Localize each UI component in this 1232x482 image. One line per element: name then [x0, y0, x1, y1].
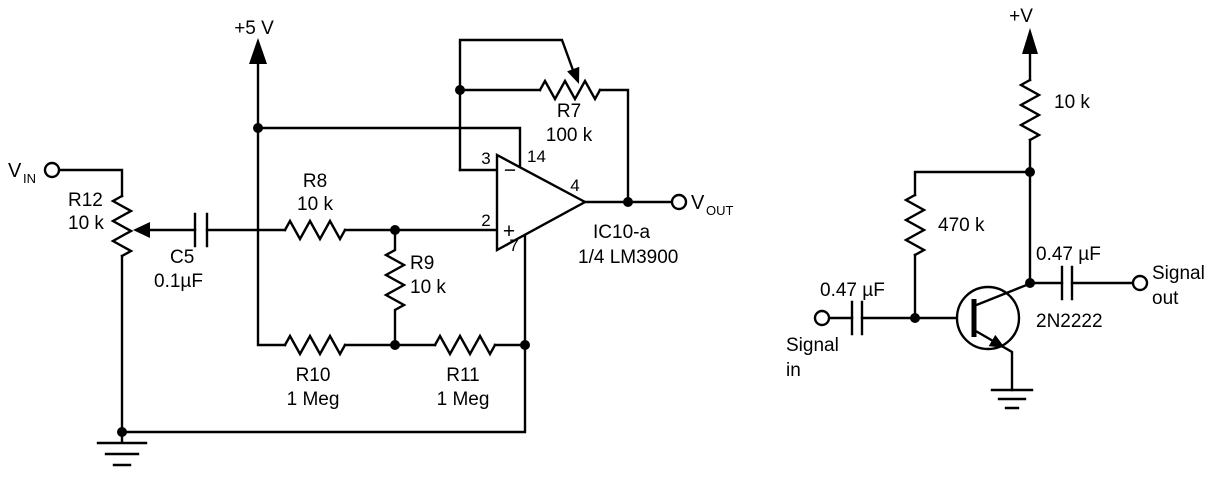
resistor-r8-body — [283, 218, 347, 242]
transistor-emitter-lead — [972, 328, 1014, 392]
junction-dot — [910, 313, 920, 323]
junction-dot — [390, 340, 400, 350]
wire-vin — [57, 168, 124, 198]
junction-dot — [520, 340, 530, 350]
wire-base-rail — [913, 170, 1032, 197]
r12-name: R12 — [68, 190, 103, 211]
r10-value: 1 Meg — [287, 389, 340, 410]
pin-3-label: 3 — [481, 149, 490, 168]
noninverting-sign: + — [503, 220, 515, 243]
emitter-arrow — [988, 334, 1005, 348]
opamp-triangle — [495, 152, 588, 253]
supply-v-label: +V — [1009, 6, 1033, 27]
junction-dot — [253, 123, 263, 133]
r11-value: 1 Meg — [437, 389, 490, 410]
signal-in-label-line1: Signal — [786, 335, 839, 356]
c5-name: C5 — [170, 247, 194, 268]
ic-name: IC10-a — [593, 222, 650, 243]
signal-in-terminal — [813, 309, 831, 327]
junction-dot — [117, 427, 127, 437]
junction-dot — [455, 85, 465, 95]
junction-dot — [390, 225, 400, 235]
r8-value: 10 k — [297, 194, 333, 215]
vin-subscript: IN — [23, 171, 36, 186]
ground-symbol-right — [990, 388, 1034, 410]
vout-subscript: OUT — [706, 203, 734, 218]
capacitor-input — [850, 300, 864, 336]
r9-value: 10 k — [410, 277, 446, 298]
resistor-r10-body — [283, 333, 347, 357]
vin-label: V — [8, 160, 22, 182]
resistor-r11-body — [433, 333, 497, 357]
r11-name: R11 — [446, 365, 479, 386]
signal-out-terminal — [1131, 274, 1149, 292]
signal-out-label-line1: Signal — [1152, 263, 1205, 284]
transistor-circuit: +V 10 k 470 k 0.47 µF 0.47 µF Signal in … — [786, 6, 1205, 410]
wire-pin14 — [256, 126, 522, 169]
resistor-470k-body — [903, 193, 927, 257]
junction-dot — [1025, 278, 1035, 288]
c5-value: 0.1µF — [154, 271, 203, 292]
pin-7-label: 7 — [509, 236, 518, 255]
r7-value: 100 k — [546, 125, 593, 146]
supply-5v-line — [256, 50, 287, 347]
ground-symbol-left — [96, 430, 148, 467]
signal-in-label-line2: in — [786, 360, 801, 381]
r7-name: R7 — [557, 101, 581, 122]
collector-resistor-value: 10 k — [1054, 92, 1090, 113]
r12-value: 10 k — [68, 213, 104, 234]
wire-r7-to-output — [598, 88, 630, 204]
ic-part: 1/4 LM3900 — [578, 247, 678, 268]
pin-4-label: 4 — [570, 176, 579, 195]
r12-wiper-arrow — [133, 222, 150, 238]
r10-name: R10 — [296, 365, 331, 386]
wire-feedback-top — [458, 38, 576, 172]
supply-v-arrow — [1022, 28, 1038, 54]
output-cap-value: 0.47 µF — [1036, 244, 1101, 265]
vin-terminal — [43, 161, 61, 179]
transistor-part-label: 2N2222 — [1036, 311, 1103, 332]
wire-ground-rail — [120, 343, 527, 434]
inverting-sign: − — [504, 159, 516, 182]
supply-5v-arrow — [249, 38, 267, 64]
capacitor-c5 — [193, 212, 209, 248]
resistor-r7-body — [538, 78, 602, 102]
capacitor-output — [1060, 265, 1074, 301]
vout-label: V — [691, 192, 705, 214]
pin-2-label: 2 — [481, 211, 490, 230]
junction-dot — [623, 197, 633, 207]
supply-5v-label: +5 V — [234, 18, 274, 39]
r7-wiper-arrow — [567, 66, 580, 84]
resistor-r9 — [383, 228, 407, 347]
r8-name: R8 — [303, 171, 327, 192]
input-cap-value: 0.47 µF — [820, 280, 885, 301]
r9-name: R9 — [410, 253, 434, 274]
junction-dot — [1025, 167, 1035, 177]
pin-14-label: 14 — [527, 147, 546, 166]
transistor-collector-lead — [972, 282, 1031, 308]
vout-terminal — [670, 193, 688, 211]
resistor-10k-body — [1018, 78, 1042, 142]
signal-out-label-line2: out — [1152, 288, 1179, 309]
resistor-r12-body — [110, 194, 134, 258]
transistor-body — [955, 285, 1021, 351]
base-resistor-value: 470 k — [938, 215, 985, 236]
opamp-circuit: V IN +5 V R12 10 k C5 0.1µF R8 10 k R9 1… — [8, 18, 734, 467]
